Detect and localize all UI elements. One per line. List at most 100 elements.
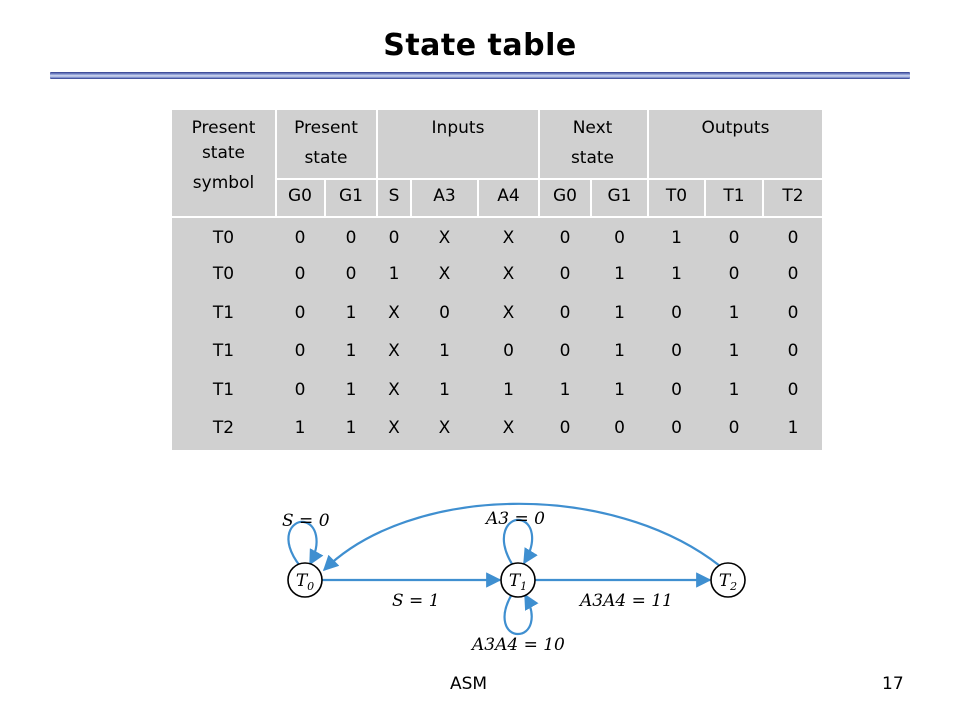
table-cell: 0 (728, 418, 740, 438)
col-header: G0 (288, 186, 312, 206)
table-cell: 0 (294, 341, 306, 361)
table-cell: 0 (559, 418, 571, 438)
loop-t1-top (502, 518, 538, 565)
row-symbol: T1 (212, 303, 235, 323)
header-outputs: Outputs (701, 118, 770, 138)
table-cell: 1 (614, 264, 625, 284)
state-t0: T0 (287, 562, 323, 598)
label-s0: S = 0 (282, 511, 330, 531)
state-diagram: T0 T1 T2 S = 0 S = 1 A3 = 0 A3A4 = 10 A3… (282, 502, 746, 655)
label-s1: S = 1 (392, 591, 440, 611)
col-header: T1 (723, 186, 745, 206)
header-symbol-1: Present (191, 118, 256, 138)
table-cell: X (388, 418, 400, 438)
label-a3a4-11: A3A4 = 11 (578, 591, 673, 611)
table-cell: 1 (439, 341, 450, 361)
table-cell: 1 (671, 264, 682, 284)
table-cell: 1 (345, 418, 357, 438)
table-cell: X (388, 303, 400, 323)
header-symbol-3: symbol (192, 173, 255, 193)
footer-label: ASM (450, 674, 488, 694)
table-cell: 1 (439, 380, 450, 400)
col-separator (647, 110, 649, 216)
table-cell: 0 (787, 303, 799, 323)
table-cell: 0 (787, 341, 799, 361)
table-cell: 1 (345, 380, 357, 400)
table-cell: 0 (671, 418, 682, 438)
state-table: Present state symbol Present state Input… (172, 110, 822, 450)
loop-t1-bottom (503, 593, 539, 636)
state-t1: T1 (500, 562, 536, 598)
table-cell: 0 (559, 228, 571, 248)
table-cell: 1 (345, 341, 357, 361)
table-cell: 1 (388, 264, 400, 284)
col-separator (275, 110, 277, 216)
table-cell: 0 (439, 303, 450, 323)
col-separator (477, 180, 479, 216)
table-cell: 1 (787, 418, 799, 438)
header-inputs: Inputs (431, 118, 485, 138)
col-separator (590, 180, 592, 216)
table-cell: 1 (671, 228, 682, 248)
col-separator (376, 110, 378, 216)
col-header: A4 (497, 186, 520, 206)
table-cell: 1 (559, 380, 571, 400)
table-cell: 0 (787, 380, 799, 400)
table-cell: X (502, 303, 515, 323)
table-cell: X (388, 380, 400, 400)
table-cell: 0 (294, 303, 306, 323)
page-title: State table (383, 28, 577, 63)
row-symbol: T1 (212, 341, 235, 361)
header-present-state-2: state (304, 148, 348, 168)
table-cell: 0 (345, 264, 357, 284)
page-number: 17 (882, 674, 904, 694)
table-cell: 0 (294, 228, 306, 248)
table-cell: X (502, 264, 515, 284)
col-separator (762, 180, 764, 216)
table-cell: 0 (559, 303, 571, 323)
col-header: A3 (433, 186, 456, 206)
col-header: S (388, 186, 400, 206)
table-cell: 1 (728, 303, 740, 323)
table-cell: 1 (614, 303, 625, 323)
table-cell: 1 (728, 341, 740, 361)
label-a3a4-10: A3A4 = 10 (470, 635, 565, 655)
col-separator (704, 180, 706, 216)
header-divider (275, 178, 822, 180)
table-cell: 0 (614, 228, 625, 248)
table-cell: 1 (614, 341, 625, 361)
col-header: G0 (553, 186, 577, 206)
table-cell: 0 (559, 341, 571, 361)
col-header: G1 (339, 186, 363, 206)
table-cell: 1 (503, 380, 514, 400)
table-cell: 0 (345, 228, 357, 248)
table-cell: 0 (614, 418, 625, 438)
header-symbol-2: state (201, 143, 246, 163)
table-cell: X (438, 228, 451, 248)
state-t2: T2 (710, 562, 746, 598)
table-cell: 0 (559, 264, 571, 284)
header-next-state-1: Next (572, 118, 613, 138)
title-divider (50, 72, 910, 79)
col-separator (410, 180, 412, 216)
header-next-state-2: state (570, 148, 615, 168)
table-cell: 0 (728, 264, 740, 284)
table-cell: 0 (671, 303, 682, 323)
row-symbol: T1 (212, 380, 235, 400)
label-a3-0: A3 = 0 (484, 509, 545, 529)
table-cell: 0 (388, 228, 400, 248)
table-cell: 0 (728, 228, 740, 248)
loop-t0 (287, 520, 324, 567)
row-symbol: T0 (212, 264, 235, 284)
col-separator (324, 180, 326, 216)
table-cell: 0 (294, 380, 306, 400)
table-cell: 1 (345, 303, 357, 323)
table-cell: 0 (294, 264, 306, 284)
table-cell: X (438, 264, 451, 284)
body-divider (172, 216, 822, 218)
table-cell: 0 (671, 341, 682, 361)
table-cell: 0 (671, 380, 682, 400)
row-symbol: T0 (212, 228, 235, 248)
table-cell: 1 (294, 418, 306, 438)
col-header: G1 (607, 186, 632, 206)
